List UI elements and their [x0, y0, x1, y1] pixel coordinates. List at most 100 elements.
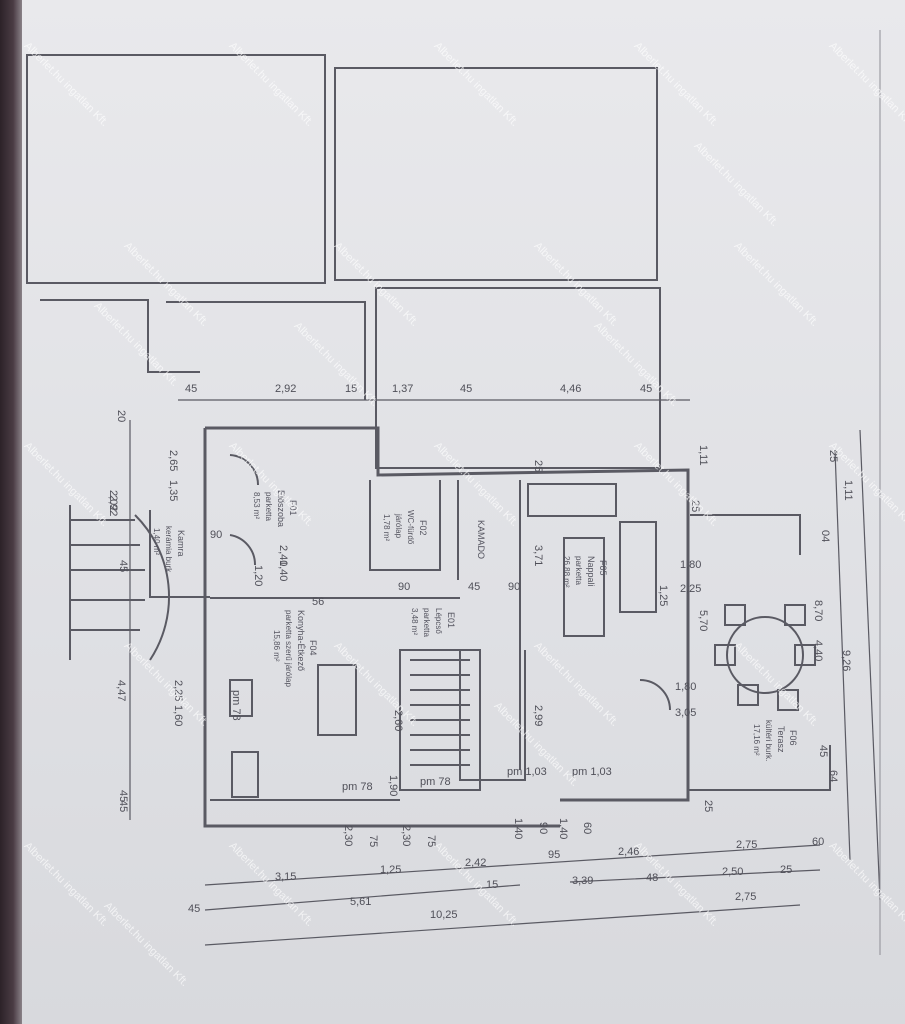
dimension-left-2: 1,35 — [167, 480, 179, 501]
dimension-bottom-chain2-1: 15 — [486, 879, 498, 891]
f04-floor: parketta szerű járólap — [284, 610, 293, 687]
stair-steps — [410, 659, 470, 766]
dimension-left-4: 2,92 — [107, 495, 119, 516]
dimension-pm-3: pm 1,03 — [507, 766, 547, 778]
door-arc-3 — [639, 679, 671, 711]
dimension-center-3: 90 — [398, 581, 410, 593]
dimension-right-0: 1,11 — [697, 445, 709, 466]
dimension-right-1: 25 — [827, 450, 839, 462]
mid-right-block — [375, 287, 661, 469]
armchair — [619, 521, 657, 613]
kamra-wall — [149, 510, 210, 598]
kamra-name: Kamra — [176, 530, 186, 557]
dimension-bottom-chain1-5: 2,75 — [736, 839, 757, 851]
dimension-bottom-small-7: 60 — [581, 822, 593, 834]
dimension-left-8: 45 — [117, 800, 129, 812]
dimension-right-2: 1,11 — [842, 480, 854, 501]
kitchen-cabinet — [231, 751, 259, 798]
sofa — [527, 483, 617, 517]
dimension-center-0: 1,40 — [277, 560, 289, 581]
dimension-misc-3: 1,90 — [387, 775, 399, 796]
dimension-misc-2: 2,60 — [392, 710, 404, 731]
f06-name: Terasz — [776, 726, 786, 753]
dimension-right-6: 2,25 — [680, 583, 701, 595]
dimension-right-8: 4,40 — [812, 640, 824, 661]
f02-name: WC-fürdő — [406, 510, 415, 545]
dimension-bottom-chain3-2: 2,75 — [735, 891, 756, 903]
dimension-bottom-chain3-1: 10,25 — [430, 909, 458, 921]
dimension-center-10: 25 — [532, 460, 544, 472]
dimension-center-9: 2,99 — [532, 705, 544, 726]
upper-right-block — [334, 67, 658, 281]
dimension-bottom-chain2-4: 2,50 — [722, 866, 743, 878]
dimension-top-3: 1,37 — [392, 383, 413, 395]
right-dimension-line-outer — [859, 429, 881, 901]
f06-code: F06 — [788, 730, 798, 746]
label-f05: F05 Nappali parketta 26,88 m² — [562, 556, 608, 588]
dimension-bottom-chain2-0: 5,61 — [350, 896, 371, 908]
dimension-misc-4: 1,25 — [657, 585, 669, 606]
dimension-bottom-small-1: 75 — [367, 835, 379, 847]
chair-2 — [724, 604, 746, 626]
dimension-bottom-small-0: 2,30 — [342, 825, 354, 846]
dimension-top-6: 45 — [640, 383, 652, 395]
f01-name: Előszoba — [276, 490, 286, 527]
dimension-right-3: 04 — [819, 530, 831, 542]
label-kamra: Kamra kerámia burk. 1,40 m² — [152, 526, 186, 574]
dimension-bottom-chain2-5: 25 — [780, 864, 792, 876]
mid-left-outline — [40, 299, 200, 373]
dimension-bottom-chain3-0: 45 — [188, 903, 200, 915]
dimension-center-1: 2,40 — [277, 545, 289, 566]
f01-code: F01 — [288, 500, 298, 516]
dimension-bottom-small-4: 1,40 — [512, 818, 524, 839]
dimension-bottom-chain2-2: 3,39 — [572, 875, 593, 887]
spiral-steps — [69, 505, 145, 660]
f05-floor: parketta — [574, 556, 583, 585]
e01-name: Lépcső — [434, 608, 443, 634]
coffee-table — [563, 537, 605, 637]
dimension-pm-1: pm 78 — [342, 781, 373, 793]
dimension-bottom-chain1-1: 1,25 — [380, 864, 401, 876]
f02-floor: járólap — [394, 513, 403, 539]
right-dimension-line-inner — [834, 449, 851, 861]
dimension-right-15: 25 — [702, 800, 714, 812]
kamra-floor: kerámia burk. — [164, 526, 173, 574]
dimension-right-13: 64 — [827, 770, 839, 782]
dimension-top-0: 45 — [185, 383, 197, 395]
dark-page-edge — [0, 0, 22, 1024]
dimension-center-5: 90 — [508, 581, 520, 593]
f01-floor: parketta — [264, 492, 273, 521]
terrace-wall — [690, 514, 801, 555]
dimension-pm-4: pm 1,03 — [572, 766, 612, 778]
kamado-name: KAMADO — [476, 520, 486, 559]
dimension-bottom-small-2: 2,30 — [400, 825, 412, 846]
e01-code: E01 — [446, 612, 456, 628]
door-arc-1 — [229, 454, 260, 486]
dimension-center-8: 3,71 — [532, 545, 544, 566]
bottom-dimension-line-1 — [204, 844, 821, 886]
dimension-pm-0: pm 78 — [230, 690, 242, 721]
chair-3 — [714, 644, 736, 666]
dimension-left-6: 45 — [117, 790, 129, 802]
chair-1 — [784, 604, 806, 626]
terrace-bottom-wall — [688, 745, 831, 791]
f01-area: 8,53 m² — [252, 492, 261, 519]
spiral-stair — [134, 514, 170, 661]
door-arc-2 — [229, 534, 257, 566]
dimension-center-6: 2,25 — [172, 680, 184, 701]
label-f04: F04 Konyha-Étkező parketta szerű járólap… — [272, 610, 318, 687]
dimension-right-10: 9,26 — [840, 650, 852, 671]
label-f06: F06 Terasz kültéri burk. 17,16 m² — [752, 720, 798, 761]
f04-area: 15,86 m² — [272, 630, 281, 662]
dining-table — [317, 664, 357, 736]
dimension-misc-0: 90 — [210, 529, 222, 541]
label-f01: F01 Előszoba parketta 8,53 m² — [252, 490, 298, 527]
f05-area: 26,88 m² — [562, 556, 571, 588]
dimension-right-14: 45 — [817, 745, 829, 757]
f02-area: 1,78 m² — [382, 514, 391, 541]
dimension-bottom-chain1-2: 2,42 — [465, 857, 486, 869]
dimension-bottom-chain2-3: 48 — [646, 872, 658, 884]
